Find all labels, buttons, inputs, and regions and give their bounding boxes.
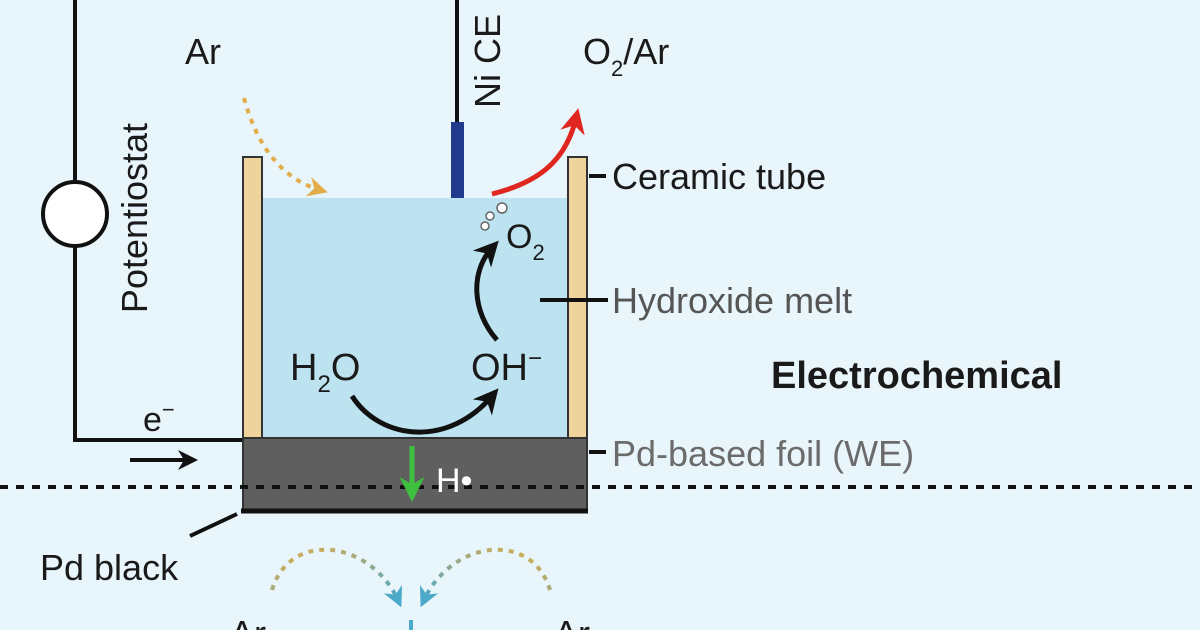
pd-black-leader: [189, 512, 238, 538]
oh-to-o2-arrow: [472, 240, 499, 342]
o2-ar-rest: /Ar: [623, 31, 669, 72]
ceramic-tube-label: Ceramic tube: [612, 156, 826, 197]
h2o-label: H2O: [290, 347, 360, 398]
ar-bottom-right-label: Ar: [554, 613, 590, 630]
o2-o: O: [506, 218, 532, 256]
electron-e: e: [143, 401, 162, 439]
ni-ce-label: Ni CE: [467, 14, 508, 108]
electrochemical-heading: Electrochemical: [771, 355, 1062, 397]
o2-ar-subscript: 2: [611, 56, 623, 81]
h2o-to-oh-arrow: [349, 388, 499, 435]
pd-foil-label: Pd-based foil (WE): [612, 433, 914, 474]
o2-bubble: [480, 221, 490, 231]
ar-sweep-left-arrow: [270, 547, 402, 608]
ar-sweep-right-arrow: [420, 547, 552, 608]
oh-superscript: −: [528, 345, 542, 372]
ar-top-label: Ar: [185, 31, 221, 72]
ceramic-tube-left-wall: [242, 156, 263, 439]
electron-superscript: −: [162, 397, 175, 422]
h2o-h: H: [290, 347, 317, 389]
o2-melt-label: O2: [506, 218, 545, 265]
o2-ar-o: O: [583, 31, 611, 72]
ceramic-tube-right-wall: [567, 156, 588, 439]
hydroxide-melt: [262, 198, 568, 438]
pd-foil: [242, 437, 588, 511]
o2-outflow-arrow: [491, 108, 585, 197]
potentiostat-label: Potentiostat: [114, 123, 155, 313]
circuit-wire: [73, 0, 243, 442]
pd-black-label: Pd black: [40, 547, 179, 588]
h-radical-label: H•: [436, 462, 472, 500]
h2o-o: O: [331, 347, 361, 389]
ar-bottom-left-label: Ar: [230, 613, 266, 630]
o2-bubble: [485, 211, 495, 221]
h2o-subscript: 2: [317, 371, 330, 398]
o2-subscript: 2: [532, 240, 544, 265]
oh-text: OH: [471, 347, 528, 389]
o2-ar-label: O2/Ar: [583, 31, 669, 81]
ar-inflow-arrow: [242, 97, 328, 197]
o2-bubble: [496, 202, 508, 214]
oh-label: OH−: [471, 345, 542, 389]
electron-label: e−: [143, 397, 175, 439]
potentiostat-symbol: [41, 180, 109, 248]
hydroxide-melt-label: Hydroxide melt: [612, 280, 852, 321]
